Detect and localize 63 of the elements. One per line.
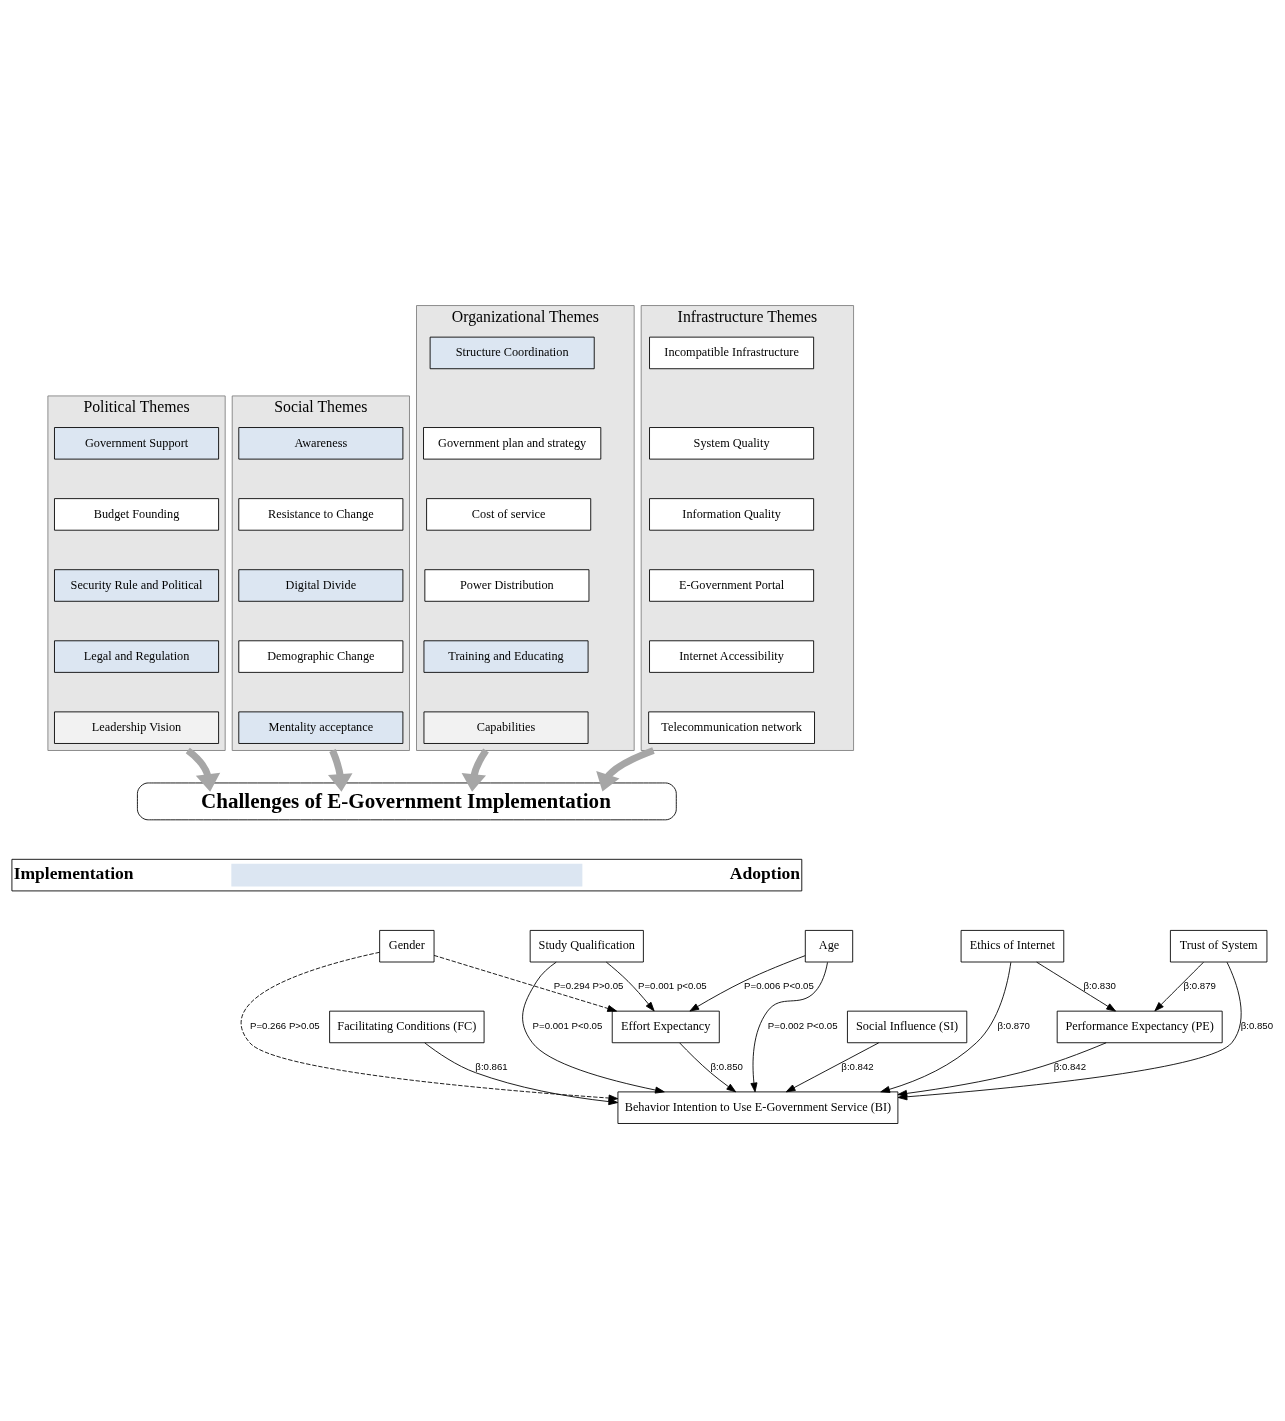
node-box: Leadership Vision <box>54 710 220 744</box>
edge-label: P=0.002 P<0.05 <box>767 1019 838 1031</box>
node-box: Behavior Intention to Use E-Government Service (BI) <box>617 1090 899 1124</box>
edge-label: β:0.850 <box>710 1060 743 1072</box>
node-box: Resistance to Change <box>238 497 404 531</box>
edge-label: P=0.001 p<0.05 <box>638 979 707 991</box>
edge-label: P=0.001 P<0.05 <box>532 1019 603 1031</box>
node-box: Legal and Regulation <box>54 639 220 673</box>
arrow <box>185 747 221 792</box>
edge-label: P=0.006 P<0.05 <box>744 979 814 991</box>
node-box: Demographic Change <box>238 639 404 673</box>
edge-label: β:0.842 <box>1053 1060 1087 1072</box>
node-box: Ethics of Internet <box>960 929 1065 962</box>
arrow <box>1154 961 1204 1011</box>
node-box: Gender <box>379 929 435 962</box>
arrow <box>750 961 828 1092</box>
node-box: Social Influence (SI) <box>847 1010 968 1043</box>
node-box: Incompatible Infrastructure <box>649 336 815 369</box>
arrow <box>522 961 665 1094</box>
arrow <box>1036 961 1116 1012</box>
arrow <box>328 748 353 792</box>
edge-label: P=0.266 P>0.05 <box>250 1019 320 1031</box>
arrow <box>433 954 617 1012</box>
node-box: Facilitating Conditions (FC) <box>329 1010 485 1043</box>
node-box: Study Qualification <box>529 929 644 962</box>
edge-label: β:0.861 <box>475 1060 508 1072</box>
node-box: Information Quality <box>649 497 815 531</box>
node-box: Trust of System <box>1169 929 1268 962</box>
arrow <box>785 1041 880 1092</box>
node-box: Government Support <box>54 426 220 460</box>
node-box: Awareness <box>238 426 404 460</box>
node-box: Telecommunication network <box>648 710 815 744</box>
edge-label: P=0.294 P>0.05 <box>553 979 624 991</box>
node-box: E-Government Portal <box>649 568 815 602</box>
node-box: Capabilities <box>423 710 589 744</box>
node-box: Government plan and strategy <box>423 426 602 460</box>
arrow <box>461 748 489 792</box>
arrow <box>679 1042 737 1092</box>
edge-label: β:0.842 <box>841 1060 874 1072</box>
edge-label: β:0.830 <box>1083 979 1116 991</box>
arrow <box>596 746 655 791</box>
node-box: Cost of service <box>426 497 592 531</box>
node-box: Age <box>804 929 854 962</box>
node-box: Challenges of E-Government Implementation <box>137 782 677 820</box>
arrow <box>605 961 655 1011</box>
node-box: Training and Educating <box>423 639 589 673</box>
node-box: Power Distribution <box>424 568 590 602</box>
edge-label: β:0.879 <box>1183 979 1216 991</box>
node-box: Budget Founding <box>54 497 220 531</box>
edge-label: β:0.870 <box>997 1019 1030 1031</box>
arrow <box>880 961 1012 1093</box>
arrow <box>897 1041 1107 1097</box>
node-box: Performance Expectancy (PE) <box>1056 1010 1223 1043</box>
node-box: Mentality acceptance <box>238 710 404 744</box>
edge-label: β:0.850 <box>1240 1019 1274 1031</box>
node-box: Internet Accessibility <box>649 639 815 673</box>
node-box: Security Rule and Political <box>54 568 220 602</box>
node-box: Implementation Adoption <box>11 858 803 891</box>
node-box: Structure Coordination <box>429 336 595 369</box>
arrow <box>689 954 806 1011</box>
node-box: System Quality <box>649 426 815 460</box>
node-box: Effort Expectancy <box>611 1010 720 1043</box>
node-box: Digital Divide <box>238 568 404 602</box>
